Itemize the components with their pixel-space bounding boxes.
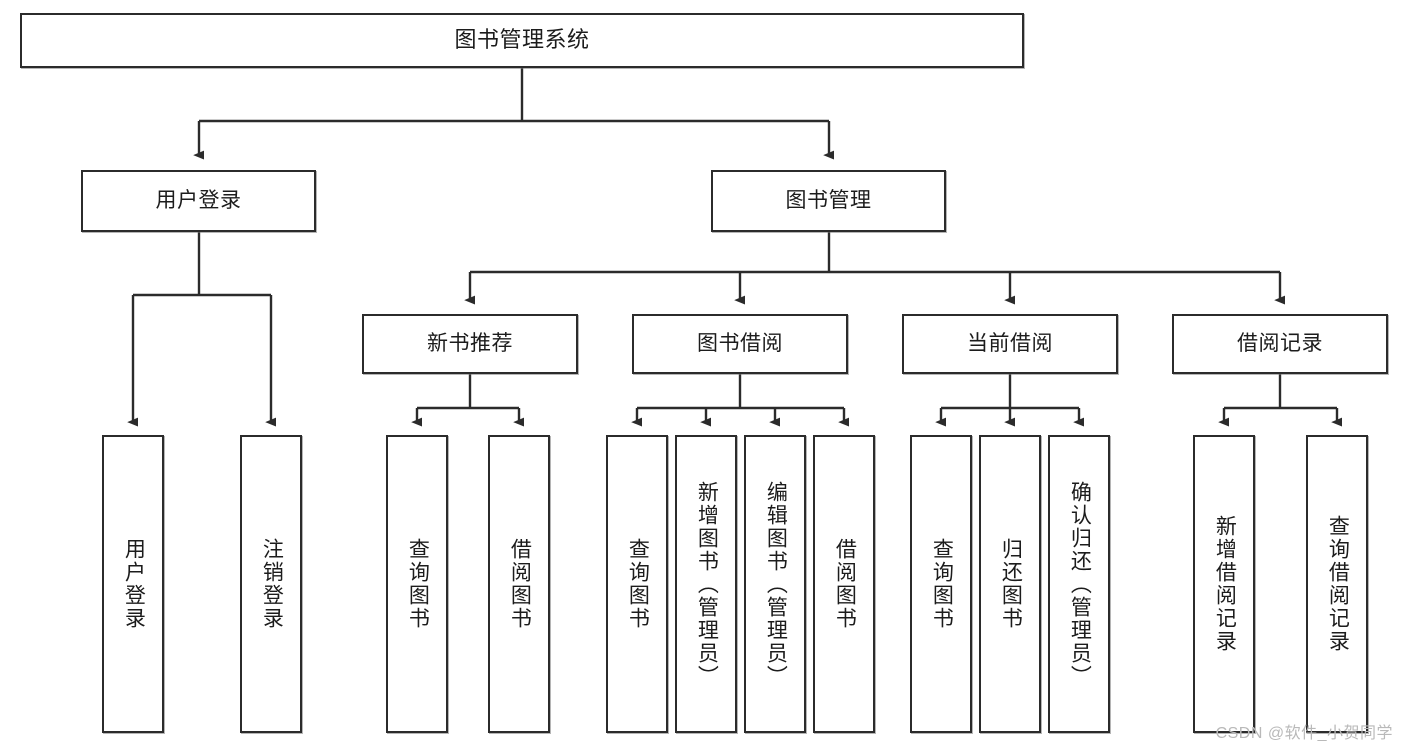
node-leaf-query-book-2-label: 查询图书 (626, 538, 650, 630)
node-leaf-add-book[interactable]: 新增图书（管理员） (675, 435, 737, 733)
node-leaf-edit-book[interactable]: 编辑图书（管理员） (744, 435, 806, 733)
node-leaf-borrow-book-1[interactable]: 借阅图书 (488, 435, 550, 733)
node-new-book-recommend[interactable]: 新书推荐 (362, 314, 578, 374)
node-leaf-add-book-label: 新增图书（管理员） (695, 480, 719, 688)
node-root[interactable]: 图书管理系统 (20, 13, 1024, 68)
node-current-borrow-label: 当前借阅 (967, 332, 1053, 356)
csdn-watermark: CSDN @软件_小贺同学 (1215, 725, 1393, 742)
node-leaf-query-book-2[interactable]: 查询图书 (606, 435, 668, 733)
node-leaf-query-book-1[interactable]: 查询图书 (386, 435, 448, 733)
node-leaf-borrow-book-2[interactable]: 借阅图书 (813, 435, 875, 733)
node-current-borrow[interactable]: 当前借阅 (902, 314, 1118, 374)
node-leaf-confirm-return[interactable]: 确认归还（管理员） (1048, 435, 1110, 733)
node-user-login[interactable]: 用户登录 (81, 170, 316, 232)
node-leaf-query-record[interactable]: 查询借阅记录 (1306, 435, 1368, 733)
node-leaf-query-record-label: 查询借阅记录 (1326, 515, 1350, 653)
node-leaf-user-login-label: 用户登录 (122, 538, 146, 630)
node-book-manage-label: 图书管理 (785, 189, 872, 213)
node-new-book-recommend-label: 新书推荐 (427, 332, 513, 356)
node-leaf-logout[interactable]: 注销登录 (240, 435, 302, 733)
node-leaf-add-record-label: 新增借阅记录 (1213, 515, 1237, 653)
node-user-login-label: 用户登录 (155, 189, 242, 213)
node-leaf-borrow-book-2-label: 借阅图书 (833, 538, 857, 630)
node-book-borrow-label: 图书借阅 (697, 332, 783, 356)
node-borrow-record[interactable]: 借阅记录 (1172, 314, 1388, 374)
node-leaf-borrow-book-1-label: 借阅图书 (508, 538, 532, 630)
node-leaf-query-book-3-label: 查询图书 (930, 538, 954, 630)
node-leaf-query-book-3[interactable]: 查询图书 (910, 435, 972, 733)
node-root-label: 图书管理系统 (454, 27, 590, 53)
node-leaf-return-book-label: 归还图书 (999, 538, 1023, 630)
node-leaf-query-book-1-label: 查询图书 (406, 538, 430, 630)
node-leaf-confirm-return-label: 确认归还（管理员） (1068, 480, 1092, 688)
node-leaf-add-record[interactable]: 新增借阅记录 (1193, 435, 1255, 733)
node-leaf-edit-book-label: 编辑图书（管理员） (764, 480, 788, 688)
node-leaf-return-book[interactable]: 归还图书 (979, 435, 1041, 733)
node-leaf-logout-label: 注销登录 (260, 538, 284, 630)
node-book-manage[interactable]: 图书管理 (711, 170, 946, 232)
node-leaf-user-login[interactable]: 用户登录 (102, 435, 164, 733)
node-borrow-record-label: 借阅记录 (1237, 332, 1323, 356)
node-book-borrow[interactable]: 图书借阅 (632, 314, 848, 374)
